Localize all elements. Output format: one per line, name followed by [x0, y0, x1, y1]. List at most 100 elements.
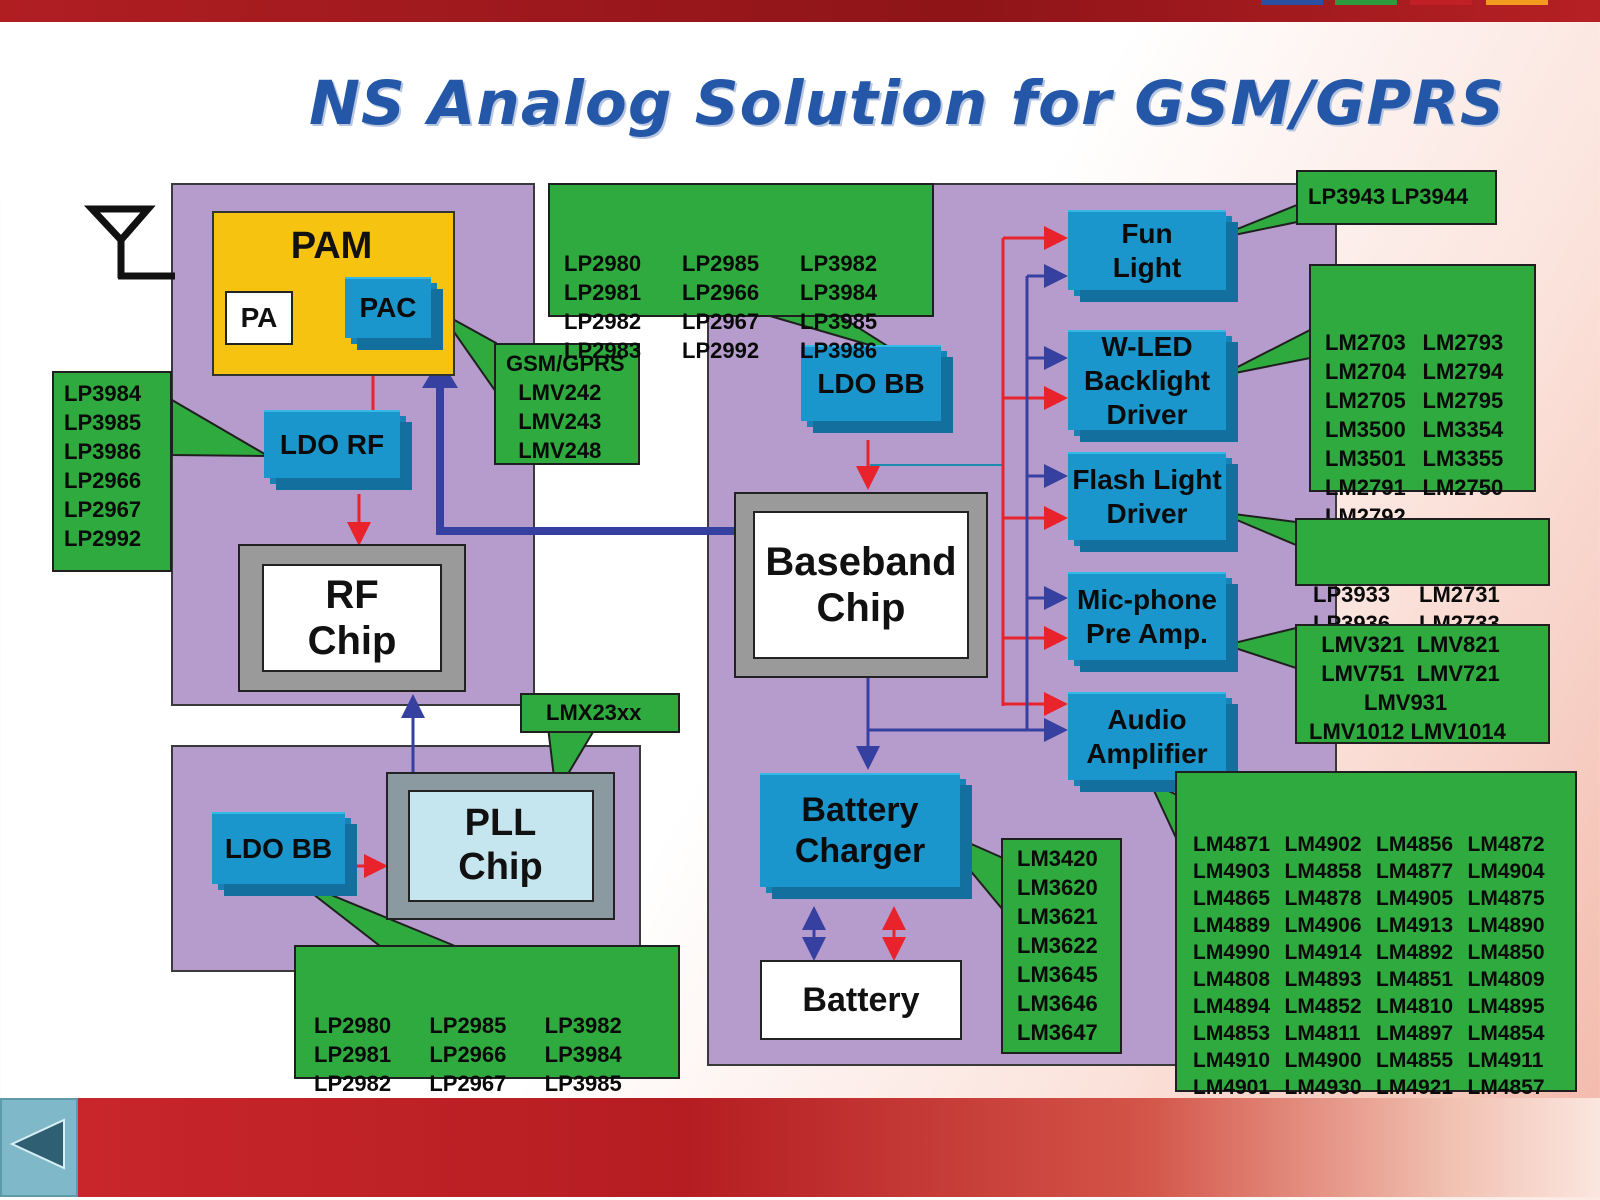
part-number: LP2981	[564, 280, 642, 305]
fun-light-parts-callout: LP3943 LP3944	[1296, 170, 1497, 225]
audio-amplifier-label: Audio Amplifier	[1086, 703, 1208, 769]
part-number: LM4900	[1284, 1049, 1362, 1072]
part-number: LM2703	[1325, 330, 1406, 355]
part-number: LM4904	[1467, 860, 1545, 883]
part-number: LP3985	[544, 1071, 622, 1096]
part-number: LM4911	[1467, 1049, 1544, 1072]
part-number: LM4858	[1284, 860, 1362, 883]
mic-preamp-block: Mic-phone Pre Amp.	[1068, 572, 1226, 660]
part-number: LM2705	[1325, 388, 1406, 413]
part-number: LM4850	[1467, 941, 1545, 964]
part-number: LM4892	[1376, 941, 1454, 964]
part-number: LM2791	[1325, 475, 1406, 500]
slide-title: NS Analog Solution for GSM/GPRS	[309, 68, 1505, 139]
ldo-bb-left-block: LDO BB	[212, 812, 345, 884]
part-number: LM4893	[1284, 968, 1362, 991]
swatch-green	[1335, 0, 1397, 5]
back-button[interactable]	[0, 1098, 78, 1197]
battery-charger-block: Battery Charger	[760, 773, 960, 887]
part-number: LM4853	[1193, 1022, 1271, 1045]
pac-block: PAC	[345, 277, 431, 338]
battery-charger-label: Battery Charger	[794, 790, 926, 870]
flash-light-driver-label: Flash Light Driver	[1072, 463, 1222, 529]
part-number: LP3984	[800, 280, 878, 305]
part-number: LP2981	[314, 1042, 392, 1067]
part-number: LM4865	[1193, 887, 1271, 910]
fun-light-label: Fun Light	[1112, 217, 1182, 283]
charger-parts-callout: LM3420 LM3620 LM3621 LM3622 LM3645 LM364…	[1001, 838, 1122, 1054]
part-number: LP3984	[544, 1042, 622, 1067]
part-number: LM3501	[1325, 446, 1406, 471]
swatch-red	[1410, 0, 1472, 5]
part-number: LM4903	[1193, 860, 1271, 883]
part-number: LM2731	[1419, 582, 1500, 607]
top-banner	[0, 0, 1600, 22]
rf-chip-label: RF Chip	[262, 564, 442, 672]
part-number: LM4811	[1284, 1022, 1361, 1045]
part-number: LP3933	[1313, 582, 1391, 607]
part-number: LP2983	[564, 338, 642, 363]
part-row: LM2703 LM2793	[1325, 328, 1520, 357]
part-number: LM4914	[1284, 941, 1362, 964]
part-number: LP3982	[544, 1013, 622, 1038]
mic-parts-callout: LMV321 LMV821 LMV751 LMV721 LMV931 LMV10…	[1295, 624, 1550, 744]
part-number: LM4890	[1467, 914, 1545, 937]
part-number: LM4875	[1467, 887, 1545, 910]
part-number: LM3355	[1422, 446, 1504, 471]
fun-light-block: Fun Light	[1068, 210, 1226, 290]
part-number: LM2793	[1422, 330, 1504, 355]
flash-light-driver-block: Flash Light Driver	[1068, 452, 1226, 540]
pll-chip-label: PLL Chip	[407, 790, 594, 902]
part-number: LP2985	[682, 251, 760, 276]
swatch-orange	[1486, 0, 1548, 5]
antenna-icon	[83, 205, 175, 280]
part-number: LP3986	[800, 338, 878, 363]
wled-driver-block: W-LED Backlight Driver	[1068, 330, 1226, 430]
part-number: LM4857	[1467, 1076, 1545, 1099]
part-number: LP2966	[429, 1042, 507, 1067]
pa-block: PA	[225, 291, 293, 345]
part-number: LM4889	[1193, 914, 1271, 937]
audio-amplifier-block: Audio Amplifier	[1068, 692, 1226, 780]
ldo-bb-top-label: LDO BB	[817, 367, 925, 399]
part-number: LM2704	[1325, 359, 1406, 384]
part-number: LP2967	[682, 309, 760, 334]
part-number: LM4852	[1284, 995, 1362, 1018]
bottom-banner	[78, 1098, 1600, 1197]
part-number: LM4901	[1193, 1076, 1271, 1099]
pam-label: PAM	[290, 225, 373, 267]
part-row: LP3933 LM2731	[1313, 580, 1525, 609]
part-number: LM4906	[1284, 914, 1362, 937]
part-number: LM2795	[1422, 388, 1504, 413]
back-arrow-icon	[9, 1118, 65, 1170]
part-number: LM4810	[1376, 995, 1454, 1018]
mic-preamp-label: Mic-phone Pre Amp.	[1077, 583, 1217, 649]
pll-chip: PLL Chip	[386, 772, 615, 920]
part-number: LM4897	[1376, 1022, 1454, 1045]
pac-parts-callout: GSM/GPRS LMV242 LMV243 LMV248	[494, 343, 640, 465]
part-number: LM4872	[1467, 833, 1545, 856]
pac-label: PAC	[359, 292, 417, 324]
ldo-bb-left-label: LDO BB	[224, 832, 333, 864]
ldo-bb-top-block: LDO BB	[801, 345, 941, 421]
ldo-rf-parts-callout: LP3984 LP3985 LP3986 LP2966 LP2967 LP299…	[52, 371, 172, 572]
part-number: LP2980	[314, 1013, 392, 1038]
part-number: LM4905	[1376, 887, 1454, 910]
part-number: LM4809	[1467, 968, 1545, 991]
part-number: LP2980	[564, 251, 642, 276]
